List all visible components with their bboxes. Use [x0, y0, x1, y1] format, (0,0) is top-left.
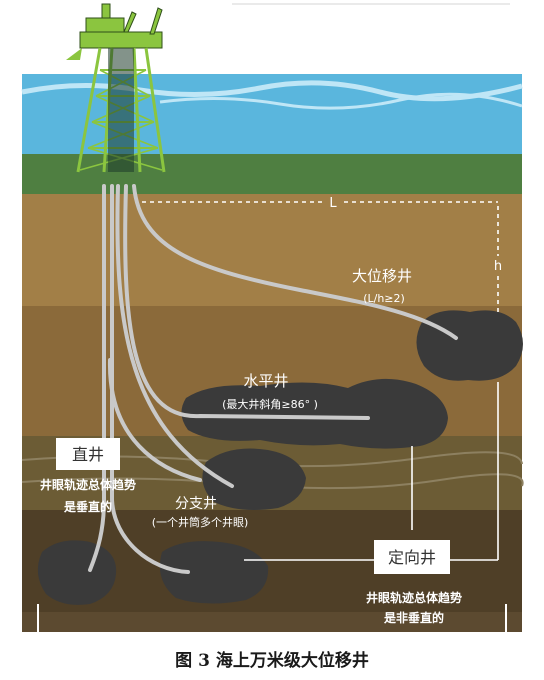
wellbore-horizontal	[123, 184, 370, 420]
vertical-well-box	[56, 438, 120, 470]
reservoir-vertical	[37, 540, 117, 605]
wellbores	[88, 184, 458, 574]
seabed-layer	[22, 154, 522, 194]
wellbore-extended-reach	[132, 184, 458, 340]
label-extended-reach-well: 大位移井	[352, 267, 412, 285]
bottom-layer	[22, 612, 522, 632]
length-marker: L	[329, 196, 337, 211]
label-vertical-well: 直井	[72, 445, 104, 464]
figure-caption: 图 3 海上万米级大位移井	[175, 651, 369, 671]
height-marker: h	[494, 259, 502, 274]
label-branch-well: 分支井	[175, 496, 217, 512]
directional-desc-line-2: 是非垂直的	[383, 610, 444, 625]
strata-streak	[21, 473, 524, 490]
reservoir-branch-lower	[159, 541, 269, 604]
wellbore-mid-branch	[107, 358, 202, 482]
label-horizontal-note: (最大井斜角≥86° )	[222, 397, 318, 411]
wellbore-vertical	[88, 184, 106, 572]
directional-well-box	[374, 540, 450, 574]
reservoir-branch	[202, 448, 306, 510]
soil-layer-1	[22, 194, 522, 306]
wellbore-lower-branch	[110, 184, 190, 574]
dimension-markers	[142, 201, 499, 561]
reservoir-horizontal	[181, 378, 449, 449]
sea-wave	[159, 92, 523, 110]
directional-desc-line-1: 井眼轨迹总体趋势	[366, 590, 462, 605]
label-horizontal-well: 水平井	[243, 372, 288, 390]
wellbore-branch	[115, 184, 234, 488]
offshore-platform	[66, 3, 166, 173]
label-extended-reach-ratio: (L/h≥2)	[363, 292, 405, 305]
label-branch-note: (一个井筒多个井眼)	[152, 515, 249, 529]
vertical-desc-line-1: 井眼轨迹总体趋势	[40, 477, 136, 492]
label-directional-well: 定向井	[388, 548, 436, 567]
reservoir-extended-reach	[416, 310, 523, 381]
vertical-desc-line-2: 是垂直的	[63, 499, 112, 514]
